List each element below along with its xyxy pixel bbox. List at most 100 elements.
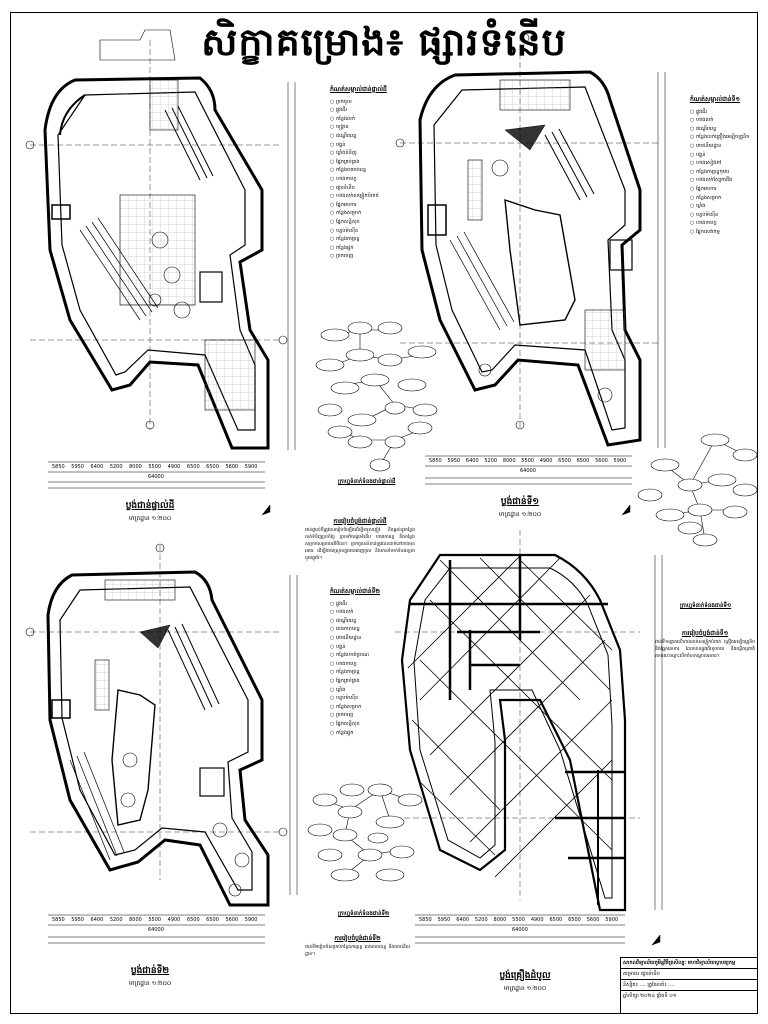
dim-segment-label: 6400 xyxy=(90,917,104,923)
legend-item: ហាងលក់ xyxy=(330,608,420,617)
dim-segment-label: 5200 xyxy=(474,917,488,923)
title-block: សាកលវិទ្យាល័យភូមិន្ទវិចិត្រសិល្បៈ មហាវិទ… xyxy=(620,957,758,1014)
legend-item: ផ្នែកអាហារ xyxy=(690,185,760,194)
plan-caption-ground: ប្លង់ជាន់ផ្ទាល់ដី xyxy=(125,501,175,511)
legend-item: ផ្លូវដើរ xyxy=(330,600,420,609)
dim-segment-label: 5900 xyxy=(605,917,619,923)
dim-segment-label: 5500 xyxy=(148,464,162,470)
dim-segment-label: 6500 xyxy=(558,458,571,464)
legend-item: ហាងលក់សម្លៀកបំពាក់ xyxy=(330,192,420,201)
legend-list: ផ្លូវដើរហាងលក់ជណ្តើរយន្តរោងភាពយន្តភោជនីយ… xyxy=(330,600,420,738)
legend-item: ផ្លូវដើរ xyxy=(690,108,760,117)
vertical-dim-chains xyxy=(287,72,666,910)
legend-item: ផ្នែកគ្រប់គ្រង xyxy=(330,158,420,167)
description-heading: ការរៀបចំប្លង់ជាន់ទី១ xyxy=(681,630,729,637)
relationship-diagram-second xyxy=(307,783,423,882)
legend-ground: កំណត់សម្គាល់ជាន់ផ្ទាល់ដី ច្រកចូលផ្លូវដើរ… xyxy=(330,86,420,261)
first-floor-plan xyxy=(395,33,660,447)
title-block-authors: និស្សិត៖ .... គ្រូណែនាំ៖ .... xyxy=(621,980,757,991)
dim-total-top-right: 64000 xyxy=(520,468,536,474)
legend-item: កន្លែងសម្រាក xyxy=(330,209,420,218)
legend-item: ហាងកាហ្វេ xyxy=(330,660,420,669)
dim-segment-label: 5900 xyxy=(613,458,627,464)
roof-structure-plan xyxy=(395,530,640,912)
title-block-sheet: ឆ្នាំសិក្សា ២០២៤ ផ្ទាំងទី ០១ xyxy=(623,993,677,999)
legend-item: ច្រកចូល xyxy=(330,98,420,107)
legend-first: កំណត់សម្គាល់ជាន់ទី១ ផ្លូវដើរហាងលក់ជណ្តើរ… xyxy=(690,96,760,237)
dim-segment-label: 5850 xyxy=(52,917,65,923)
dim-segment-label: 8000 xyxy=(493,917,507,923)
legend-item: បន្ទប់ម៉ាស៊ីន xyxy=(330,694,420,703)
dim-segment-label: 5950 xyxy=(71,917,84,923)
legend-item: ច្រកចេញ xyxy=(330,252,420,261)
legend-heading: កំណត់សម្គាល់ជាន់ទី២ xyxy=(330,588,380,595)
dim-segment-label: 6500 xyxy=(186,464,200,470)
legend-item: ផ្នែកអាហារ xyxy=(330,201,420,210)
dim-segment-label: 6500 xyxy=(206,464,219,470)
legend-item: ផ្លូវដើរ xyxy=(330,106,420,115)
legend-item: ជណ្តើរយន្ត xyxy=(330,132,420,141)
description-text: ជាន់ផ្ទាល់ដីត្រូវបានរៀបចំឡើងដើម្បីទទួលភ្… xyxy=(305,528,415,561)
diagram-caption-second: ក្រាហ្វទំនាក់ទំនងជាន់ទី២ xyxy=(338,911,390,917)
legend-item: កន្លែងចតរថយន្ត xyxy=(330,166,420,175)
plan-caption-roof: ប្លង់គ្រឿងដំបូល xyxy=(499,971,551,981)
dim-segment-label: 6500 xyxy=(206,917,219,923)
legend-item: ហាងលក់ស្បែកជើង xyxy=(690,176,760,185)
legend-item: កន្លែងផ្ទុក xyxy=(330,244,420,253)
legend-item: ហាងសៀវភៅ xyxy=(690,159,760,168)
title-block-project: គម្រោង៖ ផ្សារទំនើប xyxy=(621,969,757,980)
legend-item: រោងភាពយន្ត xyxy=(330,625,420,634)
legend-item: កន្លែងហាត់ប្រាណ xyxy=(330,651,420,660)
diagram-caption-first: ក្រាហ្វទំនាក់ទំនងជាន់ទី១ xyxy=(680,603,732,609)
dim-segment-label: 5600 xyxy=(586,917,600,923)
dim-segment-label: 8000 xyxy=(129,464,142,470)
dim-segment-label: 4900 xyxy=(539,458,553,464)
description-text: ជាន់ទី១ផ្តោតលើហាងលក់សម្លៀកបំពាក់ គ្រឿងអេ… xyxy=(655,640,755,659)
legend-item: កន្លែងលក់ xyxy=(330,115,420,124)
dim-segment-label: 5950 xyxy=(71,464,84,470)
dimension-chain-top-right xyxy=(425,455,632,485)
plan-caption-second: ប្លង់ជាន់ទី២ xyxy=(130,966,170,976)
legend-list: ច្រកចូលផ្លូវដើរកន្លែងលក់ចង្ក្រានជណ្តើរយន… xyxy=(330,98,420,261)
legend-item: ជណ្តើរយន្ត xyxy=(330,617,420,626)
sheet-border xyxy=(10,12,758,1014)
dim-segment-label: 8000 xyxy=(502,458,516,464)
dim-segment-label: 4900 xyxy=(167,917,181,923)
legend-item: កន្លែងលក់គ្រឿងអេឡិចត្រូនិច xyxy=(690,133,760,142)
dim-segment-label: 4900 xyxy=(167,464,181,470)
dim-segment-label: 5900 xyxy=(244,464,258,470)
legend-item: កន្លែងសម្រាក xyxy=(330,703,420,712)
dim-segment-label: 8000 xyxy=(129,917,142,923)
legend-item: បង្គន់ xyxy=(690,151,760,160)
legend-item: កន្លែងផ្ទុក xyxy=(330,729,420,738)
dim-segment-label: 5500 xyxy=(521,458,534,464)
dim-segment-label: 5500 xyxy=(512,917,525,923)
dim-segment-label: 5200 xyxy=(109,464,123,470)
dim-segment-label: 5200 xyxy=(109,917,123,923)
dim-total-bottom-right: 64000 xyxy=(512,927,528,933)
legend-item: បង្គន់ xyxy=(330,643,420,652)
dimension-chain-bottom xyxy=(48,914,625,944)
legend-item: ផ្សារទំនើប xyxy=(330,184,420,193)
legend-item: ឃ្លាំង xyxy=(330,686,420,695)
plan-scale-first: មាត្រដ្ឋាន ១:២០០ xyxy=(498,511,542,518)
relationship-diagram-ground xyxy=(315,321,438,472)
legend-item: ចង្ក្រាន xyxy=(330,123,420,132)
dim-segment-label: 6500 xyxy=(549,917,563,923)
north-arrow-icon xyxy=(261,504,661,946)
dim-segment-label: 5500 xyxy=(148,917,162,923)
legend-second: កំណត់សម្គាល់ជាន់ទី២ ផ្លូវដើរហាងលក់ជណ្តើរ… xyxy=(330,588,420,737)
legend-heading: កំណត់សម្គាល់ជាន់ទី១ xyxy=(690,96,740,103)
legend-item: បន្ទប់ម៉ាស៊ីន xyxy=(330,227,420,236)
dim-segment-label: 6400 xyxy=(90,464,104,470)
legend-item: ផ្នែកសន្តិសុខ xyxy=(330,720,420,729)
dim-segment-label: 5950 xyxy=(437,917,451,923)
dim-segment-label: 5600 xyxy=(225,917,239,923)
description-second: ការរៀបចំប្លង់ជាន់ទី២ ជាន់ទី២រៀបចំសម្រាប់… xyxy=(305,935,410,958)
plan-scale-ground: មាត្រដ្ឋាន ១:២០០ xyxy=(128,515,172,522)
legend-item: ហាងកាហ្វេ xyxy=(330,175,420,184)
plan-caption-first: ប្លង់ជាន់ទី១ xyxy=(500,497,540,507)
dim-segment-label: 6500 xyxy=(568,917,581,923)
legend-item: ច្រកចេញ xyxy=(330,711,420,720)
legend-list: ផ្លូវដើរហាងលក់ជណ្តើរយន្តកន្លែងលក់គ្រឿងអេ… xyxy=(690,108,760,237)
